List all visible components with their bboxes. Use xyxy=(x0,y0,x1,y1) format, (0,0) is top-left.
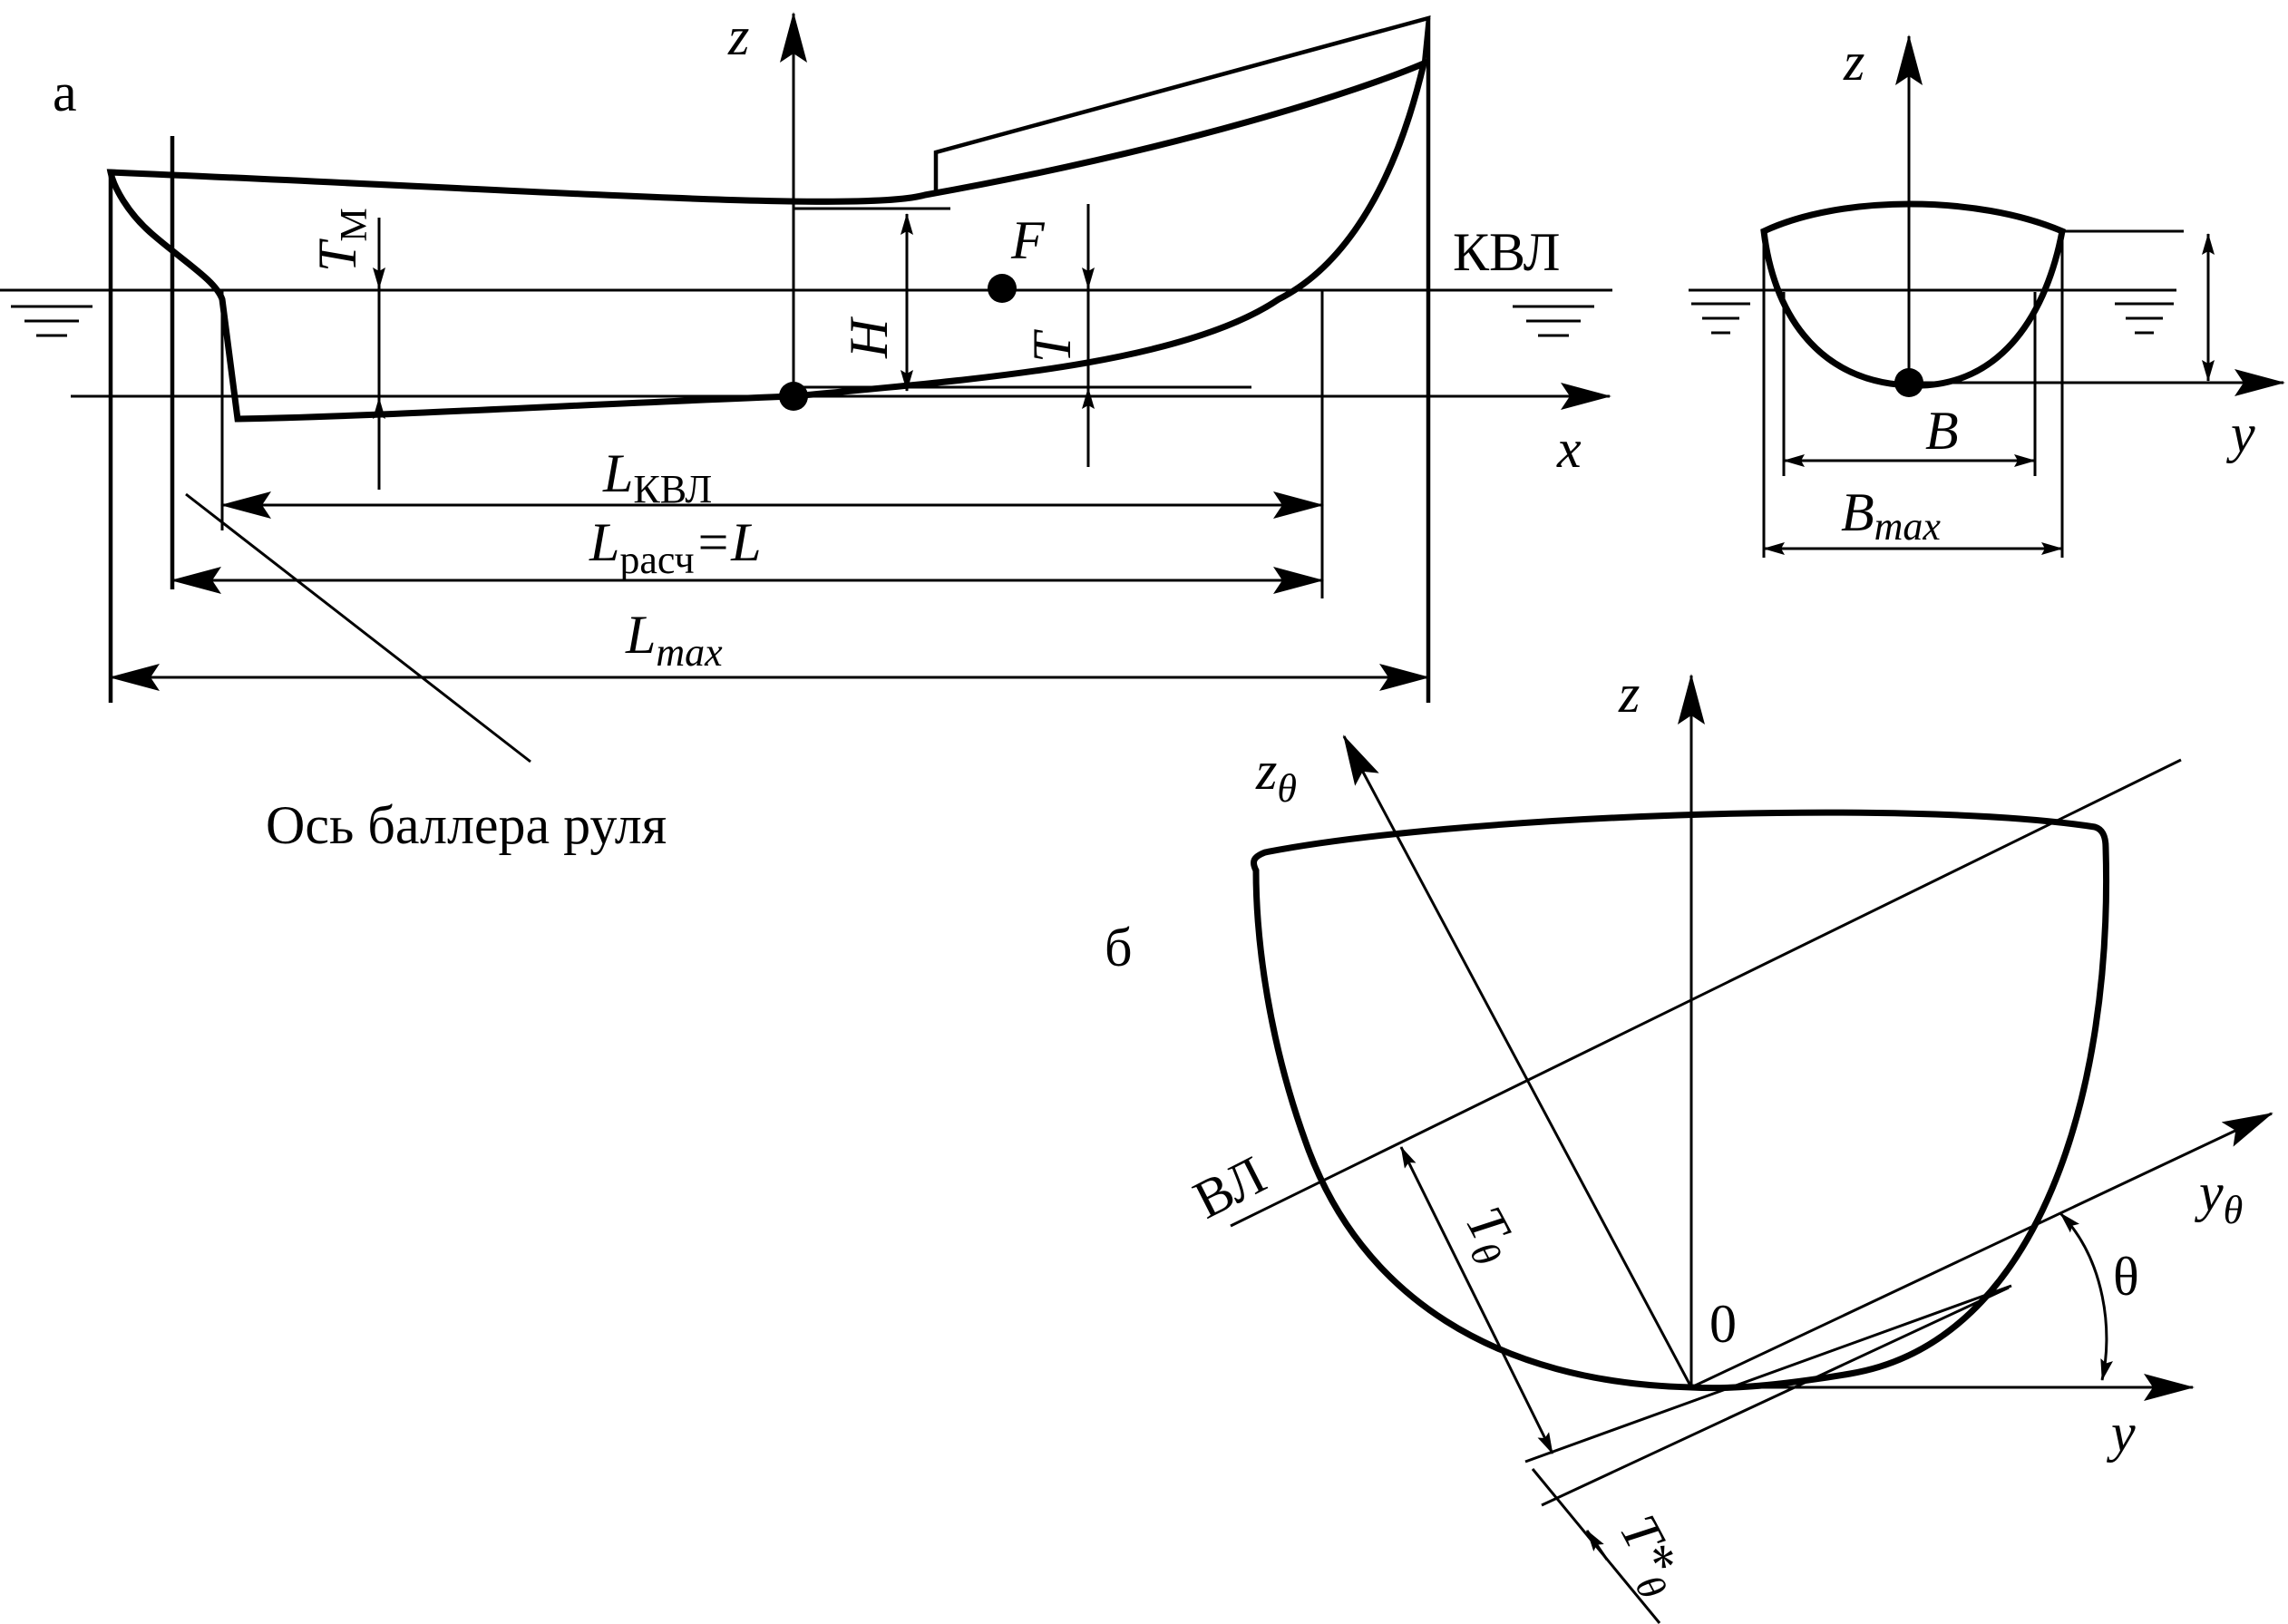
z-theta-axis xyxy=(1342,734,1693,1388)
dim-t-theta xyxy=(1399,1146,1554,1454)
dim-t-theta-label: Tθ xyxy=(1447,1197,1531,1273)
section-hull-outline xyxy=(1760,200,2066,389)
inclined-waterline xyxy=(1230,758,2182,1228)
dim-t-star-label: T*θ xyxy=(1600,1505,1698,1606)
point-f xyxy=(988,274,1017,303)
svg-text:T*θ: T*θ xyxy=(1600,1505,1698,1606)
panel-a-label: а xyxy=(53,63,77,122)
dim-b-label: B xyxy=(1925,401,1959,461)
section-water-symbol-left xyxy=(1691,302,1750,335)
rudder-stock-note: Ось баллера руля xyxy=(266,795,667,855)
dim-tm-label: TМ xyxy=(307,208,375,272)
waterline-kvl-label: КВЛ xyxy=(1453,222,1560,282)
midship-section-view: z y B Bmax xyxy=(1689,32,2285,558)
hull-side-outline xyxy=(106,58,1428,423)
origin-point xyxy=(779,382,808,411)
dim-l-max-label: Lmax xyxy=(625,605,723,675)
water-symbol-right xyxy=(1513,305,1594,337)
y-theta-axis xyxy=(1690,1112,2273,1389)
svg-text:TМ: TМ xyxy=(307,208,375,272)
section-origin-point xyxy=(1894,368,1923,397)
dim-h-label: H xyxy=(839,316,899,359)
section-water-symbol-right xyxy=(2115,302,2174,335)
svg-text:Tθ: Tθ xyxy=(1447,1197,1531,1273)
heel-origin-label: 0 xyxy=(1709,1294,1737,1354)
rudder-leader-line xyxy=(185,492,531,763)
dim-t-star-arrow xyxy=(1585,1530,1609,1561)
panel-b-label: б xyxy=(1105,918,1133,977)
water-symbol-left xyxy=(11,305,92,337)
heel-y-label: y xyxy=(2106,1403,2136,1463)
svg-text:T: T xyxy=(1022,329,1082,363)
panel-b-heel-view: б z y zθ yθ ВЛ Tθ T*θ 0 xyxy=(1105,664,2273,1624)
section-y-label: y xyxy=(2225,404,2255,463)
dim-l-kvl-label: LКВЛ xyxy=(602,443,712,511)
section-z-label: z xyxy=(1843,32,1864,92)
dim-t-label: T xyxy=(1022,329,1082,363)
dim-bmax-label: Bmax xyxy=(1841,482,1941,549)
heel-angle-label: θ xyxy=(2113,1247,2139,1307)
z-axis-label: z xyxy=(727,6,749,66)
heel-angle-arc xyxy=(2059,1211,2113,1381)
z-theta-label: zθ xyxy=(1255,741,1297,811)
y-theta-label: yθ xyxy=(2194,1162,2243,1232)
x-axis-label: x xyxy=(1556,419,1582,479)
panel-a-side-view: а z x КВЛ xyxy=(0,6,1612,855)
point-f-label: F xyxy=(1010,210,1046,270)
heel-hull-outline xyxy=(1251,809,2110,1392)
keel-tangent-line xyxy=(1524,1284,2012,1464)
svg-text:H: H xyxy=(839,316,899,359)
heel-z-label: z xyxy=(1618,664,1640,724)
dim-l-calc-label: Lрасч=L xyxy=(589,512,762,582)
forecastle xyxy=(933,15,1431,190)
inclined-waterline-label: ВЛ xyxy=(1184,1144,1275,1230)
keel-tangent-line-2 xyxy=(1541,1286,2010,1507)
